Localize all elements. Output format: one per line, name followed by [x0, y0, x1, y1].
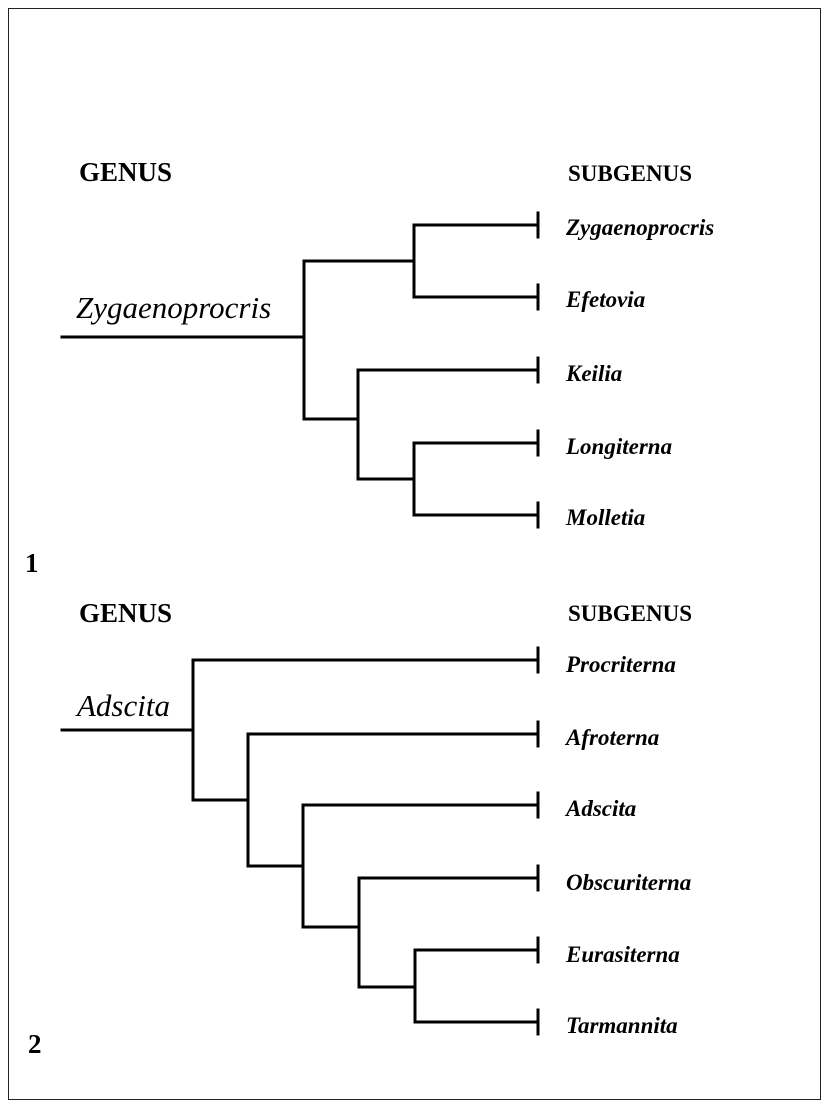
subgenus-label: Adscita — [566, 796, 637, 821]
subgenus-label: Procriterna — [566, 652, 676, 677]
subgenus-label: Zygaenoprocris — [566, 215, 715, 240]
subgenus-label: Eurasiterna — [566, 942, 680, 967]
genus-name-1: Zygaenoprocris — [76, 290, 272, 325]
genus-header-1: GENUS — [79, 157, 173, 187]
subgenus-label: Longiterna — [566, 434, 673, 459]
subgenus-header-2: SUBGENUS — [568, 601, 692, 626]
subgenus-header-1: SUBGENUS — [568, 161, 692, 186]
subgenus-label: Tarmannita — [566, 1013, 678, 1038]
subgenus-label: Obscuriterna — [566, 870, 692, 895]
subgenus-label: Afroterna — [566, 725, 660, 750]
subgenus-label: Keilia — [566, 361, 623, 386]
subgenus-label: Efetovia — [566, 287, 646, 312]
figure-number-2: 2 — [28, 1029, 42, 1059]
genus-name-2: Adscita — [77, 688, 170, 723]
genus-header-2: GENUS — [79, 598, 173, 628]
figure-frame — [8, 8, 821, 1100]
subgenus-label: Molletia — [566, 505, 646, 530]
figure-number-1: 1 — [25, 548, 39, 578]
